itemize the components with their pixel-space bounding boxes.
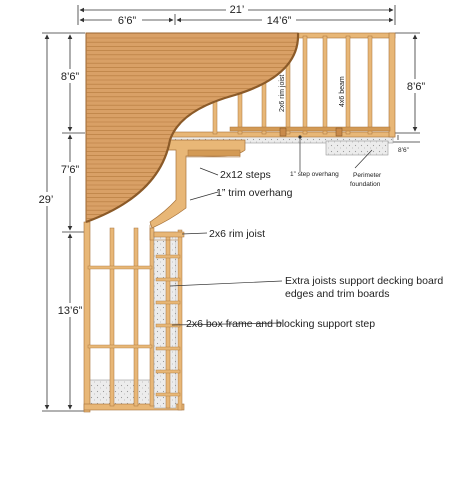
box-frame-label: 2x6 box frame and blocking support step bbox=[186, 318, 375, 330]
extra-joists-label-line2: edges and trim boards bbox=[285, 288, 389, 300]
overall-width-label: 21’ bbox=[230, 4, 245, 16]
steps-label: 2x12 steps bbox=[220, 169, 271, 181]
perimeter-foundation-label-line2: foundation bbox=[350, 181, 381, 188]
curved-steps bbox=[149, 139, 246, 241]
bottom-left-height-label: 13’6” bbox=[58, 305, 83, 317]
left-dimensions bbox=[42, 32, 85, 412]
extra-joists-label-line1: Extra joists support decking board bbox=[285, 275, 443, 287]
top-left-height-label: 8’6” bbox=[61, 71, 80, 83]
perimeter-foundation-bottom bbox=[85, 379, 157, 409]
right-height-label: 8’6” bbox=[407, 81, 426, 93]
bottom-framing bbox=[83, 221, 185, 413]
overall-height-label: 29’ bbox=[39, 194, 54, 206]
rim-joist-vertical-label: 2x6 rim joist bbox=[279, 75, 286, 112]
callouts bbox=[169, 138, 373, 326]
rim-joist-label: 2x6 rim joist bbox=[209, 228, 265, 240]
left-width-label: 6’6” bbox=[118, 15, 137, 27]
perimeter-foundation-label-line1: Perimeter bbox=[353, 172, 382, 179]
trim-overhang-label: 1” trim overhang bbox=[216, 187, 293, 199]
beam-vertical-label: 4x6 beam bbox=[339, 76, 346, 107]
right-small-label: 8’6” bbox=[398, 147, 409, 154]
right-width-label: 14’6” bbox=[267, 15, 292, 27]
middle-left-height-label: 7’6” bbox=[61, 164, 80, 176]
step-overhang-label: 1” step overhang bbox=[290, 171, 339, 178]
